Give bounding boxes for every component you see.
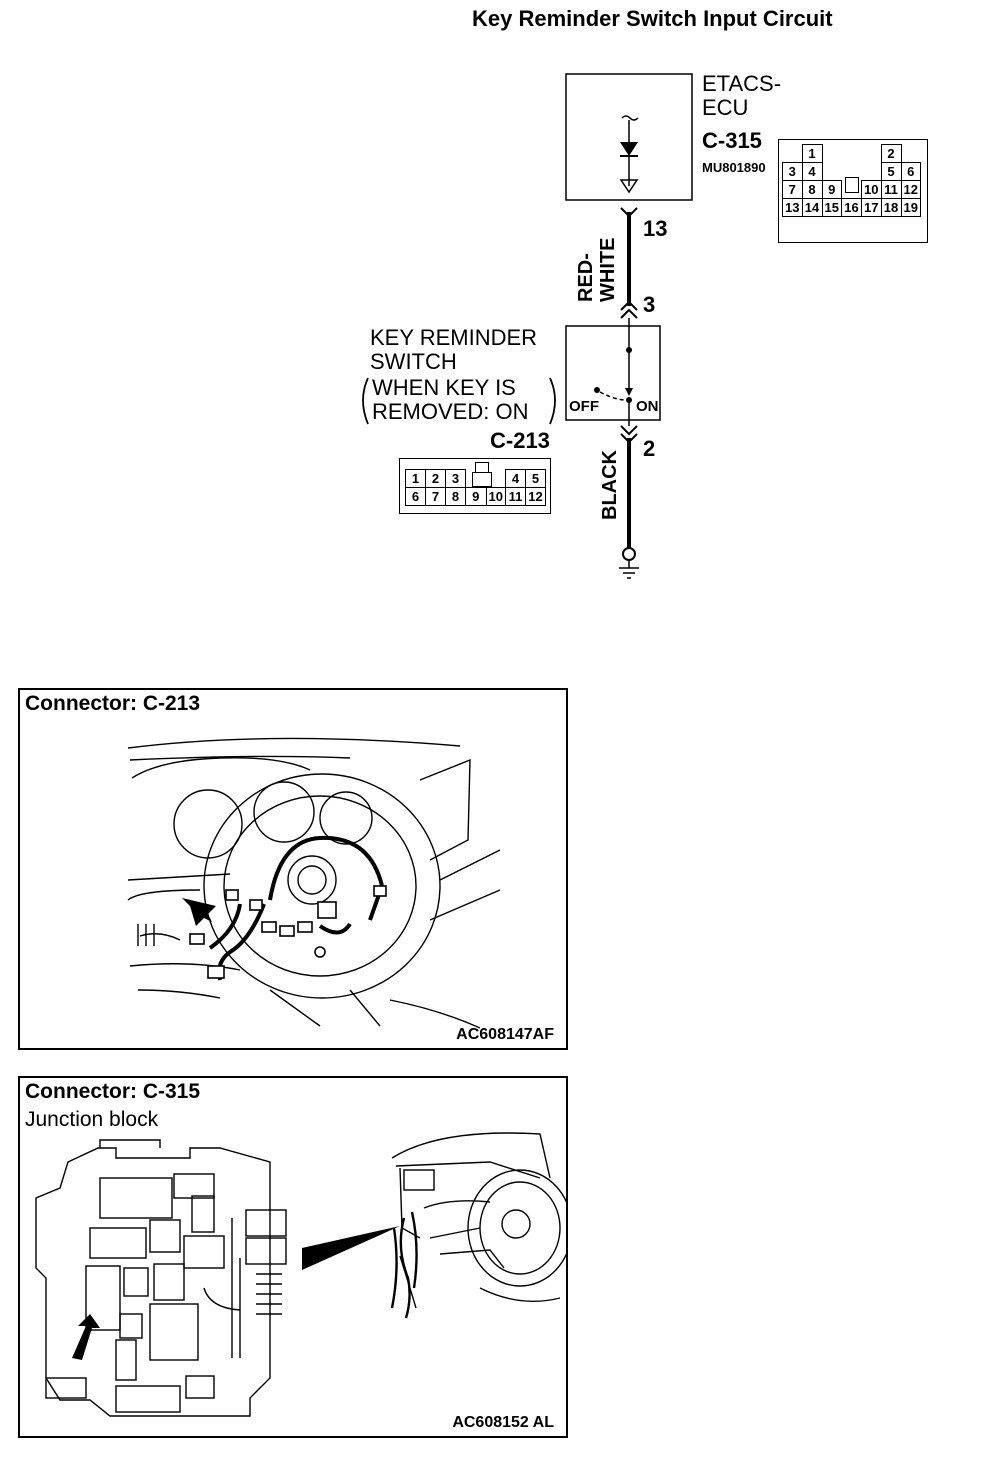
pin-cell: 4 bbox=[505, 469, 526, 488]
wire-color-lower: BLACK bbox=[599, 449, 621, 520]
ecu-connector-id: C-315 bbox=[702, 128, 762, 153]
pin-cell: 5 bbox=[525, 469, 546, 488]
location-arrow-icon bbox=[182, 898, 216, 926]
location-arrow-icon bbox=[72, 1314, 100, 1360]
pin-number-2: 2 bbox=[643, 436, 656, 461]
pin-cell: 10 bbox=[485, 487, 506, 506]
ecu-name-line1: ETACS- bbox=[702, 71, 782, 96]
pin-cell: 9 bbox=[821, 180, 842, 199]
pin-cell: 9 bbox=[465, 487, 487, 506]
pin-cell: 7 bbox=[782, 180, 803, 199]
pin-cell: 12 bbox=[900, 180, 921, 199]
pin-cell: 14 bbox=[801, 198, 823, 217]
pin-cell: 15 bbox=[821, 198, 842, 217]
panel-subtitle: Junction block bbox=[25, 1108, 159, 1131]
switch-condition-line2: REMOVED: ON bbox=[372, 399, 529, 424]
ecu-connector-face: 1 2 3 4 5 6 7 8 9 10 11 12 13 14 15 16 bbox=[778, 139, 928, 243]
pin-cell: 13 bbox=[782, 198, 803, 217]
diode-icon bbox=[620, 142, 638, 156]
ecu-box bbox=[565, 73, 693, 201]
wire-color-upper-line1: RED- bbox=[575, 253, 597, 302]
panel-title: Connector: C-213 bbox=[25, 692, 201, 715]
pin-cell: 18 bbox=[880, 198, 902, 217]
page-title: Key Reminder Switch Input Circuit bbox=[472, 6, 833, 31]
switch-on-label: ON bbox=[636, 398, 659, 415]
switch-label-line1: KEY REMINDER bbox=[370, 325, 538, 350]
switch-condition-line1: WHEN KEY IS bbox=[372, 375, 516, 400]
panel-title: Connector: C-315 bbox=[25, 1080, 201, 1103]
pin-cell: 11 bbox=[505, 487, 526, 506]
pin-cell: 5 bbox=[880, 162, 902, 181]
pin-cell: 16 bbox=[841, 198, 862, 217]
switch-label-line2: SWITCH bbox=[370, 349, 457, 374]
connector-c213-panel: Connector: C-213 bbox=[18, 688, 568, 1050]
ecu-part-number: MU801890 bbox=[702, 160, 766, 175]
pin-cell: 11 bbox=[880, 180, 902, 199]
pin-cell: 6 bbox=[900, 162, 921, 181]
pin-number-13: 13 bbox=[643, 216, 668, 241]
pin-cell: 17 bbox=[861, 198, 882, 217]
pin-cell: 6 bbox=[405, 487, 426, 506]
switch-connector-face: 1 2 3 4 5 6 7 8 9 10 11 12 bbox=[399, 458, 551, 514]
switch-pin-table: 1 2 3 4 5 6 7 8 9 10 11 12 bbox=[405, 461, 546, 506]
pin-cell: 12 bbox=[525, 487, 546, 506]
pin-cell: 10 bbox=[861, 180, 882, 199]
pin-cell: 19 bbox=[900, 198, 921, 217]
switch-connector-id: C-213 bbox=[490, 428, 550, 453]
input-arrow-icon bbox=[619, 179, 639, 194]
pin-cell: 3 bbox=[782, 162, 803, 181]
pin-cell: 7 bbox=[425, 487, 446, 506]
pin-cell: 3 bbox=[445, 469, 466, 488]
ecu-name-line2: ECU bbox=[702, 95, 749, 120]
ecu-pin-table: 1 2 3 4 5 6 7 8 9 10 11 12 13 14 15 16 bbox=[782, 144, 921, 217]
illustration-code: AC608147AF bbox=[456, 1026, 554, 1043]
pin-cell: 1 bbox=[405, 469, 426, 488]
illustration-code: AC608152 AL bbox=[452, 1414, 554, 1431]
pin-cell: 1 bbox=[801, 144, 823, 163]
junction-block-illustration bbox=[35, 1132, 566, 1417]
pin-cell: 2 bbox=[880, 144, 902, 163]
leader-pointer-icon bbox=[302, 1226, 400, 1270]
wire-color-upper-line2: WHITE bbox=[597, 238, 619, 302]
pin-cell: 2 bbox=[425, 469, 446, 488]
wiring-schematic: RED- WHITE BLACK bbox=[362, 73, 693, 579]
switch-off-label: OFF bbox=[569, 398, 599, 415]
switch-box bbox=[565, 325, 661, 421]
pin-cell: 4 bbox=[801, 162, 823, 181]
pin-cell: 8 bbox=[801, 180, 823, 199]
pin-number-3: 3 bbox=[643, 292, 656, 317]
connector-c315-panel: Connector: C-315 Junction block bbox=[18, 1076, 568, 1438]
ground-terminal-icon bbox=[622, 547, 636, 561]
steering-column-illustration bbox=[127, 737, 501, 1029]
pin-cell: 8 bbox=[445, 487, 466, 506]
